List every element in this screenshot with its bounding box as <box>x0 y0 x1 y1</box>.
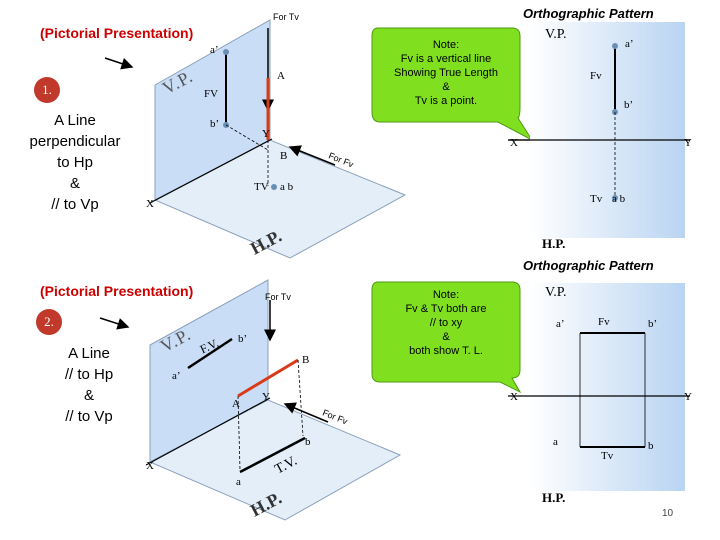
ortho-a-2: a <box>553 436 558 448</box>
ortho-vp-label-2: V.P. <box>545 285 567 300</box>
ortho-a-dash-1: a’ <box>625 38 634 50</box>
note-line: Note: <box>432 289 460 301</box>
ortho-X-2: X <box>510 391 518 403</box>
ortho-Y-1: Y <box>684 137 692 149</box>
problem-description-2: A Line // to Hp & // to Vp <box>34 343 144 427</box>
label-tv-1: TV <box>254 181 269 193</box>
label-Y-2: Y <box>262 391 270 403</box>
ortho-tv-2: Tv <box>601 450 614 462</box>
projector-1 <box>225 124 269 151</box>
ortho-Y-2: Y <box>684 391 692 403</box>
note-line: & <box>442 331 450 343</box>
ortho-tv-1: Tv <box>590 193 603 205</box>
note-line: & <box>442 81 450 93</box>
problem-description-1: A Line perpendicular to Hp & // to Vp <box>20 110 130 215</box>
note-text-1: Note: Fv is a vertical line Showing True… <box>378 38 514 108</box>
description-line: perpendicular <box>29 133 121 150</box>
ortho-fv-2: Fv <box>598 316 610 328</box>
problem-number-2: 2. <box>36 309 62 335</box>
description-line: A Line <box>68 345 110 362</box>
description-line: & <box>69 175 80 192</box>
for-fv-arrow-1 <box>288 145 336 166</box>
xy-line-1 <box>149 138 273 204</box>
label-b-dash-1: b’ <box>210 118 220 130</box>
description-line: // to Vp <box>65 408 113 425</box>
label-X-2: X <box>146 460 154 472</box>
label-a-dash-2: a’ <box>172 370 181 382</box>
description-line: // to Hp <box>64 366 114 383</box>
description-line: // to Vp <box>51 196 99 213</box>
ortho-hp-1 <box>530 140 685 238</box>
problem-number-1: 1. <box>34 77 60 103</box>
note-line: Note: <box>432 39 460 51</box>
note-line: Tv is a point. <box>414 95 478 107</box>
fv-line-2 <box>187 337 233 370</box>
for-tv-label-1: For Tv <box>273 12 299 22</box>
label-A-2: A <box>232 398 240 410</box>
ortho-a-dash-2: a’ <box>556 318 565 330</box>
ortho-vp-1 <box>530 22 685 140</box>
for-tv-label-2: For Tv <box>265 292 291 302</box>
label-B-1: B <box>280 150 288 162</box>
ortho-hp-label-2: H.P. <box>542 490 566 505</box>
ortho-title-2: Orthographic Pattern <box>523 258 654 273</box>
ortho-vp-2 <box>530 283 685 396</box>
ortho-b-dash-1: b’ <box>624 99 634 111</box>
xy-line-2 <box>145 397 271 466</box>
line-AB-2 <box>237 358 299 398</box>
label-a-2: a <box>236 476 241 488</box>
note-line: Showing True Length <box>394 67 498 79</box>
ortho-hp-2 <box>530 396 685 491</box>
label-fv-1: FV <box>204 88 219 100</box>
description-line: to Hp <box>57 154 93 171</box>
vp-arrow-1 <box>104 57 134 70</box>
ortho-X-1: X <box>510 137 518 149</box>
ortho-ab-1: a b <box>612 193 626 205</box>
pictorial-heading-2: (Pictorial Presentation) <box>40 283 194 299</box>
label-B-2: B <box>302 354 310 366</box>
ortho-b-2: b <box>648 440 654 452</box>
note-line: // to xy <box>429 317 463 329</box>
ortho-hp-label-1: H.P. <box>542 236 566 251</box>
label-X-1: X <box>146 198 154 210</box>
ortho-title-1: Orthographic Pattern <box>523 6 654 21</box>
label-b-2: b <box>305 436 311 448</box>
page-number: 10 <box>662 508 674 519</box>
label-a-dash-1: a’ <box>210 44 219 56</box>
label-A-1: A <box>277 70 285 82</box>
note-callout-2 <box>371 281 522 394</box>
pictorial-heading-1: (Pictorial Presentation) <box>40 25 194 41</box>
label-b-dash-2: b’ <box>238 333 248 345</box>
tv-point-1 <box>271 184 277 190</box>
vp-arrow-2 <box>99 317 130 330</box>
note-line: both show T. L. <box>409 345 483 357</box>
ortho-vp-label-1: V.P. <box>545 27 567 42</box>
note-line: Fv is a vertical line <box>400 53 492 65</box>
label-ab-1: a b <box>280 181 294 193</box>
note-text-2: Note: Fv & Tv both are // to xy & both s… <box>378 288 514 358</box>
description-line: A Line <box>54 112 96 129</box>
note-line: Fv & Tv both are <box>405 303 487 315</box>
description-line: & <box>83 387 94 404</box>
ortho-fv-1: Fv <box>590 70 602 82</box>
label-Y-1: Y <box>262 128 270 140</box>
for-fv-arrow-2 <box>283 402 329 423</box>
tv-line-2 <box>239 436 306 474</box>
ortho-b-dash-2: b’ <box>648 318 658 330</box>
